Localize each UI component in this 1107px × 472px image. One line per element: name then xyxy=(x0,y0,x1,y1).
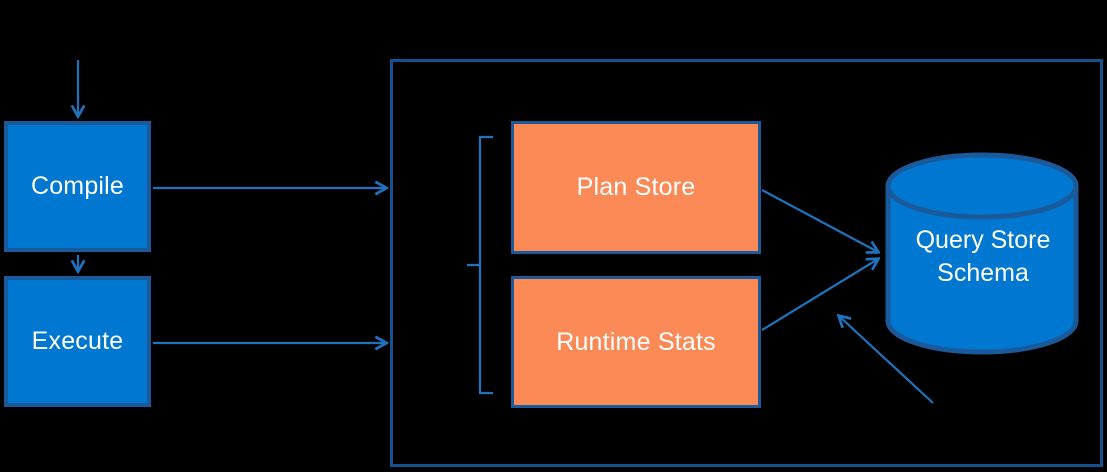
execute-box: Execute xyxy=(4,276,151,407)
arrow-bottom-to-schema xyxy=(839,316,934,404)
query-store-schema-line2: Schema xyxy=(937,259,1029,287)
plan-store-label: Plan Store xyxy=(576,173,696,201)
runtime-stats-box: Runtime Stats xyxy=(511,276,761,408)
cylinder-body xyxy=(885,186,1079,355)
query-store-container-rect xyxy=(390,59,1103,467)
compile-label: Compile xyxy=(30,172,125,200)
compile-box: Compile xyxy=(4,121,151,252)
plan-store-box: Plan Store xyxy=(511,121,761,254)
arrow-runtime-stats-to-schema xyxy=(761,259,878,331)
execute-label: Execute xyxy=(31,327,124,355)
database-cylinder-icon xyxy=(885,152,1079,355)
runtime-stats-label: Runtime Stats xyxy=(556,327,716,356)
cylinder-top-ellipse xyxy=(885,152,1079,220)
arrow-plan-store-to-schema xyxy=(761,189,878,252)
query-store-schema-label: Query Store Schema xyxy=(888,222,1078,292)
grouping-bracket xyxy=(467,135,493,395)
query-store-schema-line1: Query Store xyxy=(915,226,1051,254)
